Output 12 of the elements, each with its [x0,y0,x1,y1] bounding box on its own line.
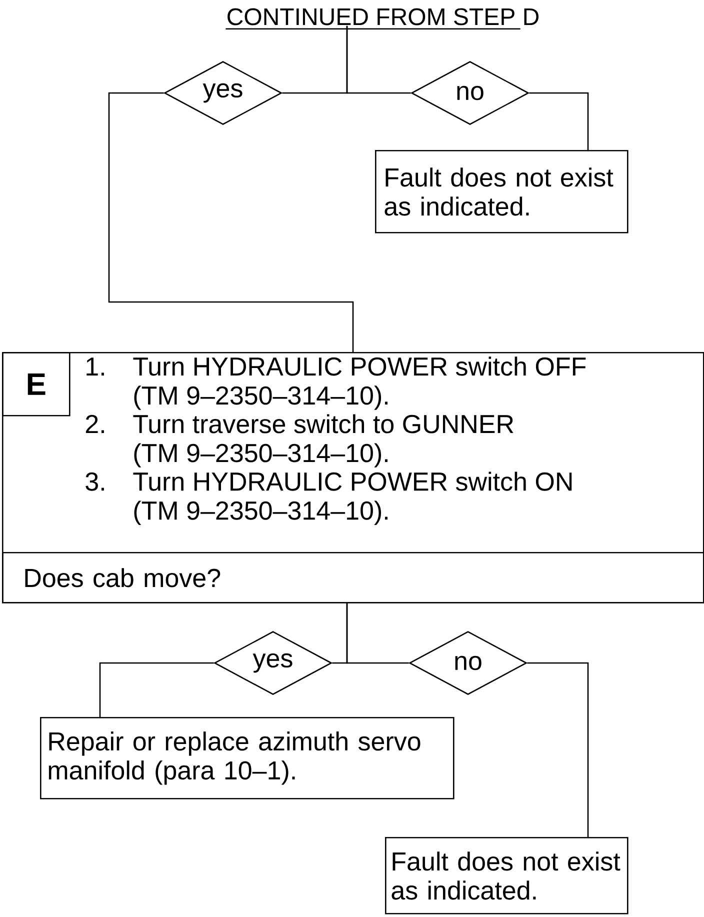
connector-line [527,662,589,837]
connector-line [346,603,409,664]
step-letter-box: E [2,352,70,416]
connector-line [529,92,589,150]
connector-line [346,26,411,94]
title-text: CONTINUED FROM STEP D [226,8,538,30]
connector-line [99,662,214,717]
action-box: Repair or replace azimuth servo manifold (para 10–1). [40,717,454,800]
action-box: Fault does not exist as indicated. [375,150,628,234]
connector-line [108,92,354,352]
action-box: Fault does not exist as indicated. [385,837,628,914]
question-row: Does cab move? [2,552,704,604]
